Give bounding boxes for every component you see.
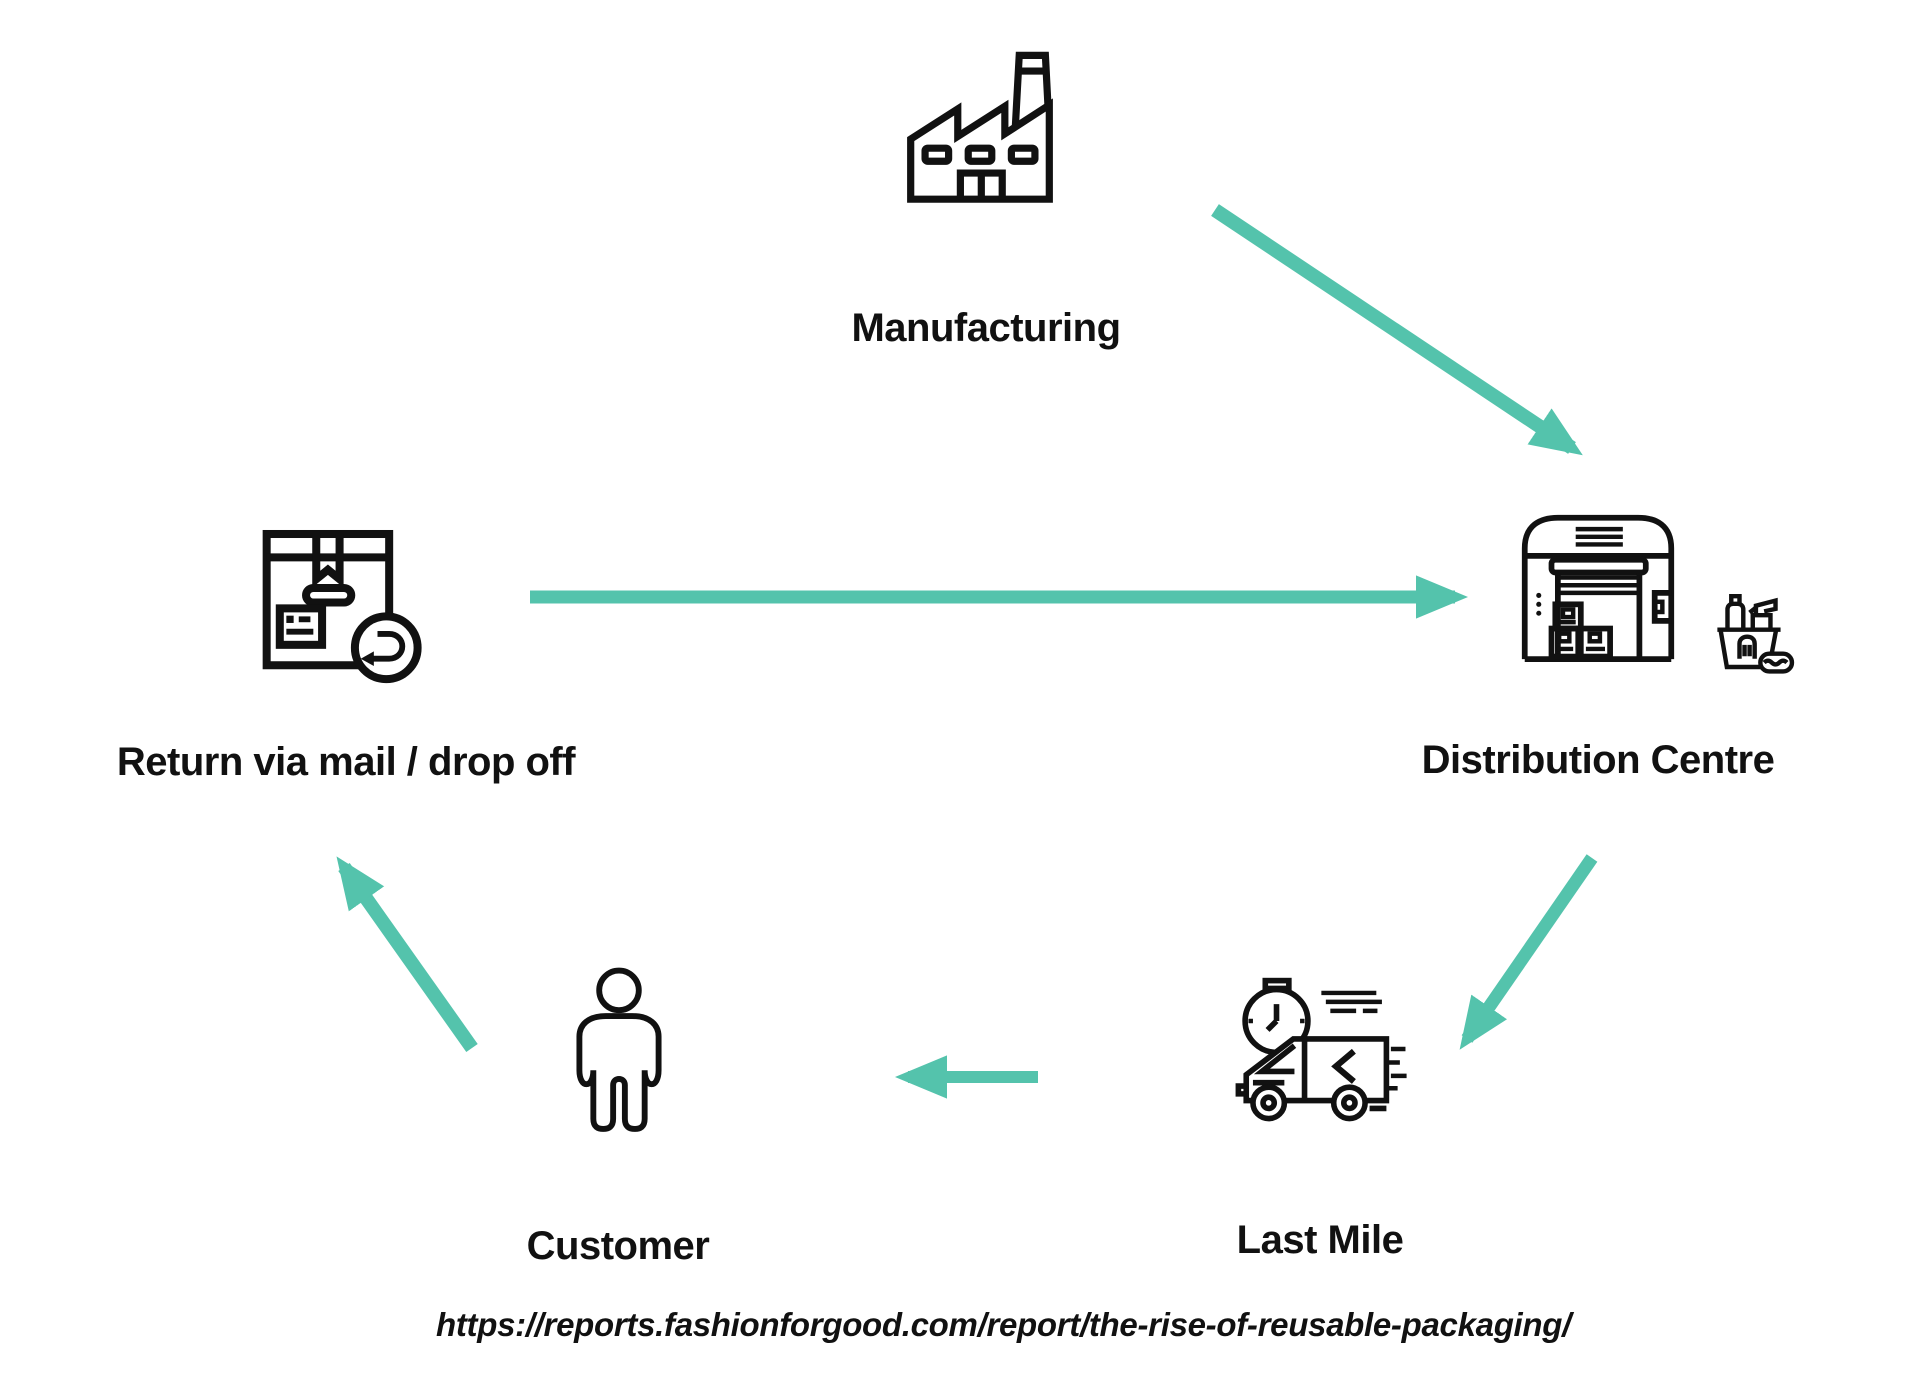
label-distribution-centre: Distribution Centre (1421, 738, 1775, 782)
node-last-mile (1228, 975, 1408, 1137)
package-return-icon (262, 529, 422, 684)
source-url: https://reports.fashionforgood.com/repor… (435, 1306, 1572, 1343)
label-last-mile: Last Mile (1236, 1218, 1404, 1262)
person-icon (576, 967, 662, 1132)
warehouse-icon (1521, 514, 1675, 662)
node-customer (575, 966, 663, 1140)
arrow-customer-to-return (336, 856, 478, 1053)
label-customer: Customer (526, 1224, 710, 1268)
factory-icon (907, 51, 1053, 203)
node-distribution-centre-cleaning (1706, 588, 1797, 684)
label-manufacturing: Manufacturing (851, 306, 1121, 350)
arrow-distribution-centre-to-last-mile (1459, 854, 1598, 1050)
node-distribution-centre (1512, 506, 1684, 672)
node-manufacturing (895, 42, 1065, 211)
label-return-via-mail: Return via mail / drop off (116, 740, 576, 784)
cleaning-supplies-icon (1717, 594, 1795, 674)
arrow-manufacturing-to-distribution-centre (1211, 204, 1583, 456)
delivery-truck-icon (1235, 977, 1407, 1122)
node-return-via-mail (255, 522, 430, 691)
